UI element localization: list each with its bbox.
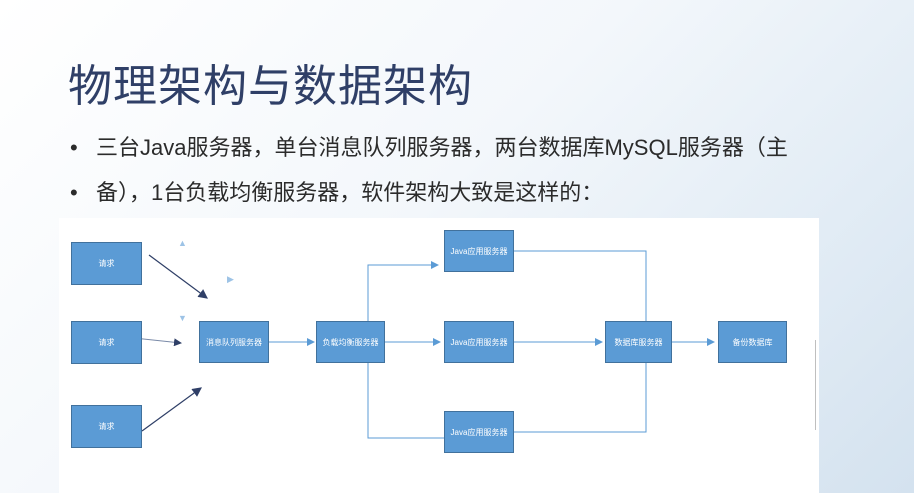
arrow-java3-to-db <box>514 363 647 433</box>
message-queue-server-box: 消息队列服务器 <box>199 321 269 363</box>
java-app-server-box-1: Java应用服务器 <box>444 230 514 272</box>
arrow-request3-to-mq <box>141 387 202 432</box>
architecture-diagram: ▲ ▶ ▼ 请求 请求 请求 消息队列服务器 负载均衡服务器 Java应用服务器… <box>59 218 819 493</box>
selection-handle-icon: ▼ <box>178 313 187 323</box>
bullet-dot: • <box>70 135 78 160</box>
arrow-lb-to-java1 <box>367 261 439 328</box>
bullet-text-2: 备），1台负载均衡服务器，软件架构大致是这样的： <box>96 180 604 205</box>
load-balancer-box: 负载均衡服务器 <box>316 321 385 363</box>
bullet-text-1: 三台Java服务器，单台消息队列服务器，两台数据库MySQL服务器（主 <box>96 135 788 160</box>
bullet-dot: • <box>70 180 78 205</box>
bullet-item-2: • 备），1台负载均衡服务器，软件架构大致是这样的： <box>70 175 603 207</box>
arrow-java1-to-db <box>514 250 647 321</box>
java-app-server-box-2: Java应用服务器 <box>444 321 514 363</box>
arrow-request1-to-mq <box>148 254 208 299</box>
arrow-lb-to-java3 <box>367 360 444 439</box>
page-title: 物理架构与数据架构 <box>68 62 473 111</box>
request-box-3: 请求 <box>71 405 142 448</box>
database-server-box: 数据库服务器 <box>605 321 672 363</box>
backup-database-box: 备份数据库 <box>718 321 787 363</box>
request-box-1: 请求 <box>71 242 142 285</box>
selection-handle-icon: ▶ <box>227 274 234 284</box>
bullet-item-1: • 三台Java服务器，单台消息队列服务器，两台数据库MySQL服务器（主 <box>70 130 788 162</box>
java-app-server-box-3: Java应用服务器 <box>444 411 514 453</box>
request-box-2: 请求 <box>71 321 142 364</box>
selection-handle-icon: ▲ <box>178 238 187 248</box>
connector-layer <box>133 250 715 439</box>
divider <box>815 340 816 430</box>
